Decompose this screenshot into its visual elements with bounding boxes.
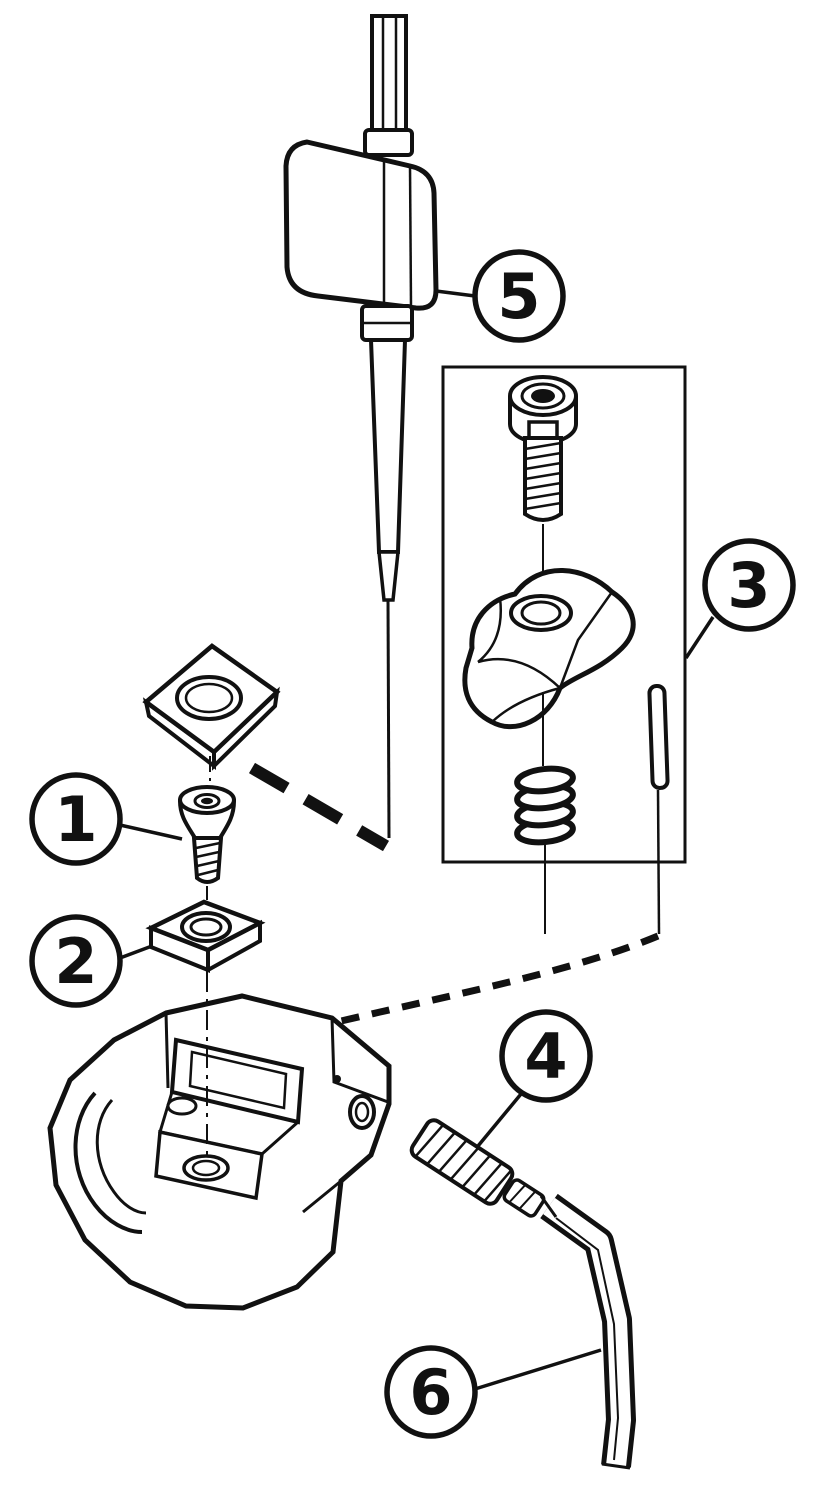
callout-6-circle (384, 1345, 478, 1439)
set-screw (409, 1118, 546, 1218)
tool-body-pocket-inner (188, 1050, 288, 1110)
hex-key-bottom-cap (601, 1462, 631, 1470)
callout-5-circle (472, 249, 566, 343)
clamp-facet-3 (558, 591, 614, 689)
driver-shaft (368, 338, 408, 554)
set-screw-tip (502, 1178, 546, 1218)
driver-upper-collar (363, 128, 414, 157)
callout-1-circle (29, 772, 123, 866)
pin-leader-line (656, 789, 661, 935)
callout-4-circle (499, 1009, 593, 1103)
clamp-screw-shank (527, 420, 559, 440)
pin (647, 683, 670, 790)
group-3-frame (441, 365, 687, 864)
clamp (462, 568, 636, 730)
leader-5 (435, 289, 476, 298)
driver-needle (386, 599, 391, 839)
tool-body-seat-hole (191, 1159, 221, 1177)
callout-2-label: 2 (54, 925, 97, 998)
set-screw-tip-thread (518, 1190, 537, 1210)
tool-body-front-facet (302, 1179, 342, 1214)
callout-5: 5 (472, 249, 566, 343)
callout-6-label: 6 (409, 1356, 452, 1429)
clamp-facet-2 (491, 686, 561, 723)
torque-driver (283, 14, 439, 839)
tool-body-right-edge (330, 1017, 389, 1104)
cutting-insert (142, 643, 281, 771)
hex-key-end-cap (539, 1195, 558, 1218)
tool-body-left-edge (164, 1012, 170, 1089)
callout-leaders (119, 289, 715, 1391)
clamp-screw-hex-socket (531, 389, 555, 403)
leader-2 (119, 944, 153, 960)
tool-body-slot-inner (95, 1098, 147, 1215)
clamp-screw (508, 375, 578, 578)
clamp-hole (520, 600, 562, 626)
tool-body-upper-hole (166, 1096, 198, 1116)
clamp-screw-threads (524, 441, 562, 511)
callout-5-label: 5 (497, 260, 540, 333)
insert-screw (177, 785, 237, 884)
callout-1-label: 1 (54, 783, 97, 856)
tool-body-side-hole (354, 1101, 370, 1123)
callout-3-circle (702, 538, 796, 632)
driver-shaft-tip (377, 550, 400, 602)
driver-top-shaft (370, 14, 408, 134)
leader-1 (119, 823, 183, 841)
leader-3 (684, 616, 715, 659)
spring-coil (514, 765, 576, 795)
callout-3-label: 3 (727, 549, 770, 622)
callout-4-label: 4 (524, 1020, 567, 1093)
hex-key (539, 1193, 636, 1470)
clamp-spring (514, 765, 576, 846)
set-screw-threads (414, 1123, 513, 1203)
hex-key-facet (555, 1217, 620, 1461)
driver-handle (283, 139, 439, 311)
tool-body-slot-outer (73, 1091, 143, 1234)
assembly-dash-bold (248, 762, 390, 852)
callout-6: 6 (384, 1345, 478, 1439)
insert-screw-threads (195, 841, 221, 877)
leader-4 (476, 1092, 523, 1148)
insert-screw-socket (201, 797, 213, 805)
shim-hole (189, 917, 223, 937)
tool-body (47, 993, 392, 1311)
set-screw-body (409, 1118, 515, 1206)
callout-2-circle (29, 914, 123, 1008)
shim-seat (145, 899, 266, 974)
set-screw-tip-thread (508, 1183, 527, 1204)
tool-body-dot-hole (333, 1075, 341, 1083)
hex-key-fill (543, 1197, 631, 1468)
leader-6 (474, 1348, 602, 1391)
clamp-facet-1 (477, 657, 561, 689)
driver-handle-facet (408, 165, 413, 307)
clamp-facet-4 (477, 597, 502, 663)
insert-hole (184, 682, 234, 714)
callout-2: 2 (29, 914, 123, 1008)
callout-4: 4 (499, 1009, 593, 1103)
callout-1: 1 (29, 772, 123, 866)
callout-3: 3 (702, 538, 796, 632)
